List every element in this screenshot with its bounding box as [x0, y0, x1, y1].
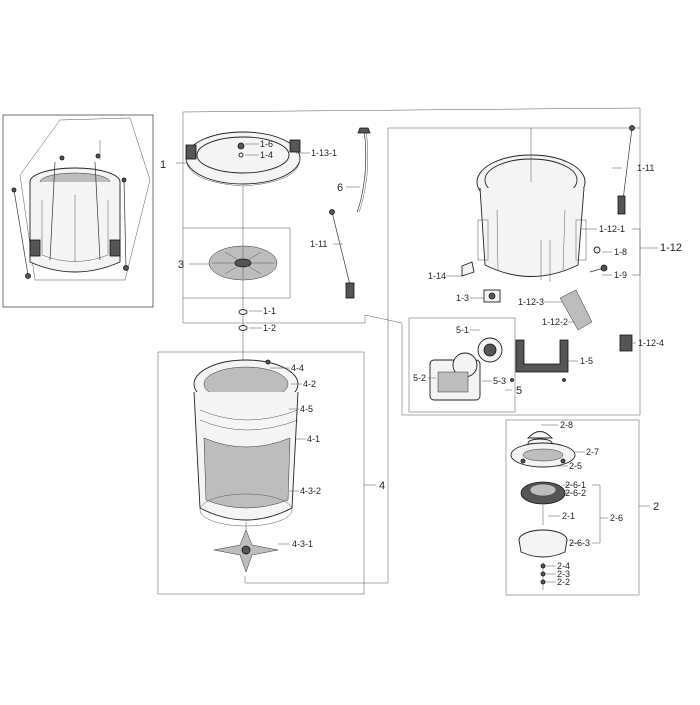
label-1-13-1: 1-13-1 — [311, 148, 337, 158]
label-1-12-2: 1-12-2 — [542, 317, 568, 327]
label-1-14: 1-14 — [428, 271, 446, 281]
motor-parts-2 — [510, 431, 576, 590]
label-4-3-1: 4-3-1 — [292, 539, 313, 549]
label-2-7: 2-7 — [586, 447, 599, 457]
label-2-3: 2-3 — [557, 569, 570, 579]
label-5-1: 5-1 — [456, 325, 469, 335]
label-4-2: 4-2 — [303, 379, 316, 389]
label-1-11-right: 1-11 — [637, 163, 654, 173]
label-1-9: 1-9 — [614, 270, 627, 280]
label-4-5: 4-5 — [300, 404, 313, 414]
label-4-4: 4-4 — [291, 363, 304, 373]
group-5-frame — [408, 317, 516, 413]
label-1-6: 1-6 — [260, 139, 273, 149]
label-6: 6 — [337, 182, 343, 194]
label-5: 5 — [516, 385, 522, 397]
label-2: 2 — [653, 501, 659, 513]
pulsator-3 — [208, 245, 278, 281]
tub-cover-1-13-1 — [185, 131, 301, 187]
overview-washer-illustration — [11, 117, 151, 281]
sensor-1-3 — [483, 289, 501, 303]
label-1-3: 1-3 — [456, 293, 469, 303]
label-1-12-4: 1-12-4 — [638, 338, 664, 348]
label-1-1: 1-1 — [263, 306, 276, 316]
bracket-1-14 — [461, 261, 475, 277]
group-2-frame — [505, 419, 640, 596]
group-4-frame — [157, 351, 365, 595]
small-parts-1-8-1-9 — [589, 246, 608, 273]
label-4: 4 — [379, 480, 385, 492]
connector-1-12-4 — [619, 334, 633, 352]
label-1-12: 1-12 — [660, 242, 682, 254]
label-2-6-3: 2-6-3 — [569, 538, 590, 548]
callout-labels: 1 1-6 1-4 1-13-1 6 1-11 3 1-1 1-2 1-11 1… — [160, 139, 682, 587]
washers-1-1-1-2 — [238, 309, 248, 331]
overview-panel — [2, 114, 154, 308]
label-2-8: 2-8 — [560, 420, 573, 430]
label-2-5: 2-5 — [569, 461, 582, 471]
label-2-6-1: 2-6-1 — [565, 480, 586, 490]
label-1-11-left: 1-11 — [310, 239, 327, 249]
suspension-rod-1-11-right — [617, 125, 635, 215]
label-5-2: 5-2 — [413, 373, 426, 383]
outer-tub-1 — [476, 128, 587, 282]
label-4-1: 4-1 — [307, 434, 320, 444]
label-2-1: 2-1 — [562, 511, 575, 521]
inner-tub-4 — [193, 359, 299, 527]
hose-6 — [356, 127, 371, 213]
label-1-2: 1-2 — [263, 323, 276, 333]
label-3: 3 — [178, 259, 184, 271]
drain-pump-5 — [429, 337, 503, 401]
heater-1-12-3 — [559, 289, 593, 331]
suspension-rod-1-11-left — [329, 209, 355, 299]
group-1-frame — [176, 107, 641, 584]
label-2-2: 2-2 — [557, 577, 570, 587]
leader-lines — [189, 143, 658, 583]
label-2-4: 2-4 — [557, 561, 570, 571]
label-1-4: 1-4 — [260, 150, 273, 160]
label-1-8: 1-8 — [614, 247, 627, 257]
label-1-5: 1-5 — [580, 356, 593, 366]
label-1-12-3: 1-12-3 — [518, 297, 544, 307]
label-1: 1 — [160, 159, 166, 171]
label-5-3: 5-3 — [493, 376, 506, 386]
flange-shaft-4-3-1 — [213, 529, 279, 573]
label-1-12-1: 1-12-1 — [599, 224, 625, 234]
label-4-3-2: 4-3-2 — [300, 486, 321, 496]
bracket-1-5 — [510, 339, 569, 382]
label-2-6: 2-6 — [610, 513, 623, 523]
label-2-6-2: 2-6-2 — [565, 488, 586, 498]
